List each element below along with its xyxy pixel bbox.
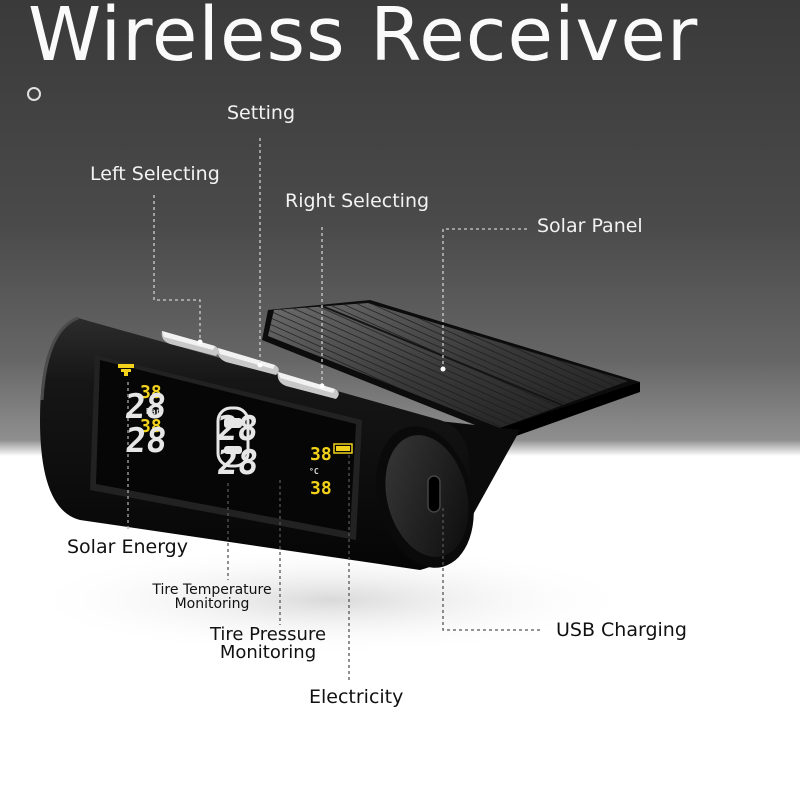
setting-marker (257, 362, 263, 368)
usb-port (427, 475, 441, 513)
lcd-unit-bar: Bar (146, 407, 161, 416)
label-tire-pressure-line1: Tire Pressure (209, 624, 327, 645)
solar-panel-marker (440, 366, 446, 372)
lcd-front-right-pressure: 28 (215, 409, 260, 449)
leader-usb-charging (442, 508, 540, 631)
right-selecting-marker (319, 383, 325, 389)
lcd-rear-right-temperature: 38 (310, 478, 332, 499)
lcd-rear-left-pressure: 28 (124, 421, 169, 461)
solar-panel (262, 300, 640, 440)
button-left-selecting (161, 331, 219, 356)
label-tire-temperature-line1: Tire Temperature (152, 582, 272, 598)
floor-shadow (20, 545, 640, 655)
label-electricity: Electricity (309, 686, 404, 708)
lcd-rear-left-temperature: 38 (140, 416, 162, 437)
label-tire-pressure-monitoring: Tire Pressure Monitoring (206, 626, 330, 662)
label-tire-temperature-line2: Monitoring (174, 596, 250, 612)
label-usb-charging: USB Charging (556, 619, 687, 641)
label-setting: Setting (227, 102, 296, 124)
label-left-selecting: Left Selecting (90, 163, 220, 185)
lcd-front-left-pressure: 28 (123, 387, 168, 427)
solar-energy-icon (118, 364, 134, 376)
label-solar-panel: Solar Panel (537, 215, 643, 237)
label-right-selecting: Right Selecting (285, 190, 430, 212)
label-tire-pressure-line2: Monitoring (219, 642, 317, 663)
left-selecting-marker (197, 339, 203, 345)
label-tire-temperature-monitoring: Tire Temperature Monitoring (150, 583, 274, 611)
car-icon (216, 406, 250, 468)
leader-left-selecting (153, 195, 201, 342)
bullet-ring-icon (27, 87, 41, 101)
lcd-front-left-temperature: 38 (140, 382, 162, 403)
battery-icon (333, 443, 353, 454)
lcd-rear-right-pressure: 28 (215, 443, 260, 483)
leader-lines (127, 138, 540, 682)
lcd-unit-celsius: °C (309, 467, 319, 476)
lcd-screen (90, 355, 362, 540)
leader-solar-panel (442, 228, 527, 369)
device-end-cap (376, 426, 474, 568)
lcd-front-right-temperature: 38 (310, 444, 332, 465)
page-title: Wireless Receiver (28, 0, 699, 78)
label-solar-energy: Solar Energy (67, 536, 188, 558)
